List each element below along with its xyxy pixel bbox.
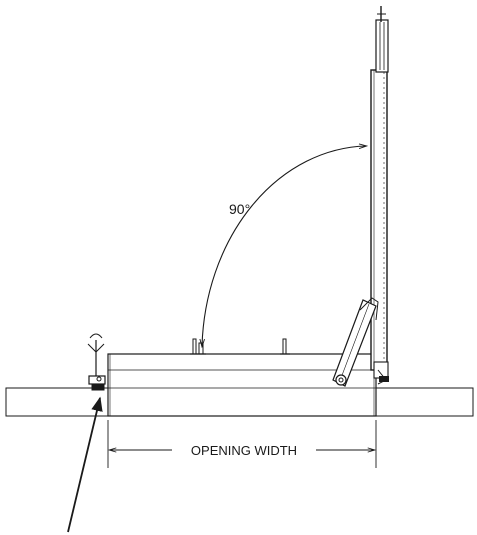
- cover-latch-right: [280, 338, 290, 355]
- hatch-curb-frame: [107, 353, 377, 417]
- hold-open-handle: [375, 6, 389, 73]
- opening-width-label: OPENING WIDTH: [191, 443, 297, 458]
- roof-deck-left: [5, 387, 109, 417]
- cover-latch-left: [190, 338, 206, 355]
- hatch-cover-open: [370, 69, 388, 371]
- opening-width-dimension: [107, 420, 377, 468]
- swing-arc: [202, 146, 366, 346]
- angle-label: 90°: [229, 201, 250, 217]
- tie-down-bracket: [87, 333, 106, 391]
- roof-deck-right: [374, 387, 474, 417]
- leader-arrow: [67, 396, 103, 533]
